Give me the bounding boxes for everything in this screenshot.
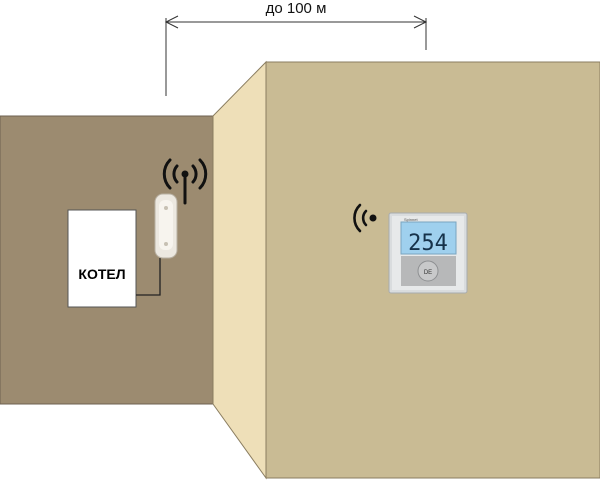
thermostat: Spinnet 254 DE (388, 212, 468, 294)
thermostat-display-value: 254 (408, 231, 448, 256)
receiver-unit (154, 193, 178, 259)
boiler-receiver-wire (136, 258, 161, 296)
thermostat-button-label: DE (424, 270, 432, 276)
dimension-left-arrow (164, 15, 179, 29)
side-wall (212, 60, 267, 480)
dimension-right-arrow (413, 15, 428, 29)
boiler-label: КОТЕЛ (78, 266, 125, 282)
boiler-box (67, 209, 137, 308)
thermostat-brand: Spinnet (404, 217, 418, 222)
distance-label: до 100 м (266, 0, 327, 17)
thermostat-button[interactable] (417, 260, 439, 282)
distance-dimension (164, 15, 428, 96)
thermostat-lcd (400, 221, 457, 255)
antenna-broadcast-icon (162, 158, 208, 205)
wifi-waves-icon (353, 203, 377, 233)
